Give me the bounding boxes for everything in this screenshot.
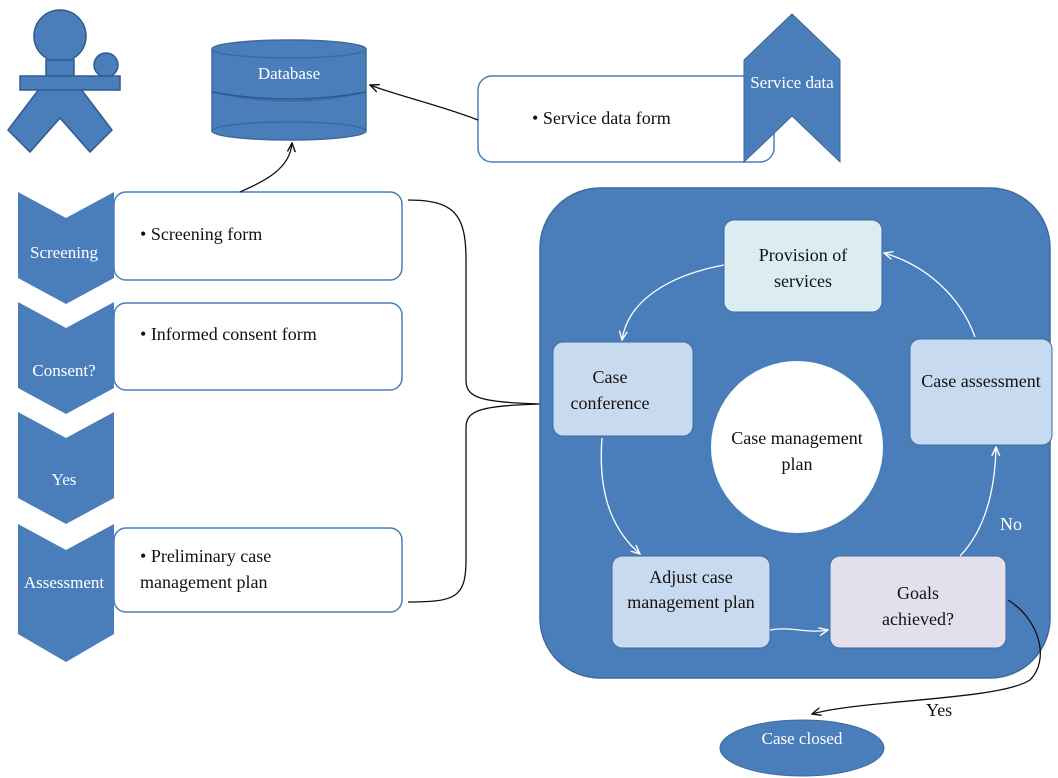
screening-to-database-arrow (239, 143, 292, 193)
case-closed-label: Case closed (761, 729, 843, 748)
goals-achieved-label: Goals achieved? (882, 583, 954, 629)
case-closed-ellipse (719, 719, 885, 777)
step-label-yes: Yes (51, 470, 77, 489)
database-label: Database (257, 64, 321, 83)
arrow-assessment-to-provision (884, 253, 976, 338)
step-label-consent: Consent? (32, 361, 96, 380)
adjust-plan-label: Adjust case management plan (627, 567, 755, 612)
person-icon (7, 9, 121, 154)
case-conference-label: Case conference (570, 367, 650, 413)
assessment-form-label: Preliminary case management plan (140, 543, 330, 595)
step-label-assessment: Assessment (23, 573, 105, 592)
case-assessment-label: Case assessment (921, 371, 1041, 391)
provision-of-services-label: Provision of services (758, 245, 848, 291)
no-label: No (1000, 514, 1022, 534)
arrow-goals-to-assessment (959, 447, 996, 557)
service-to-database-arrow (370, 85, 479, 121)
arrow-goals-to-closed (812, 599, 1041, 714)
database-icon (211, 39, 367, 141)
case-management-plan-circle (711, 361, 883, 533)
provision-of-services-box (723, 219, 883, 313)
arrow-conference-to-adjust (600, 437, 640, 554)
goals-achieved-box (829, 555, 1007, 649)
step-chevron-assessment (18, 524, 114, 662)
step-chevron-screening (18, 192, 114, 304)
yes-label: Yes (926, 700, 953, 720)
service-data-tab (743, 13, 841, 164)
service-data-form-label: Service data form (532, 108, 732, 129)
service-data-tab-label: Service data (750, 73, 834, 92)
step-chevron-yes (18, 412, 114, 524)
case-assessment-box (909, 338, 1053, 446)
step-label-screening: Screening (30, 243, 98, 262)
arrow-adjust-to-goals (769, 629, 828, 631)
consent-form-label: Informed consent form (140, 324, 390, 345)
screening-form-label: Screening form (140, 224, 390, 245)
forms-bracket (407, 199, 541, 603)
adjust-plan-box (611, 555, 771, 649)
center-plan-label: Case management plan (731, 428, 863, 474)
step-chevron-consent (18, 302, 114, 414)
consent-form-box (113, 302, 403, 391)
case-conference-box (552, 341, 694, 437)
arrow-provision-to-conference (622, 264, 725, 340)
